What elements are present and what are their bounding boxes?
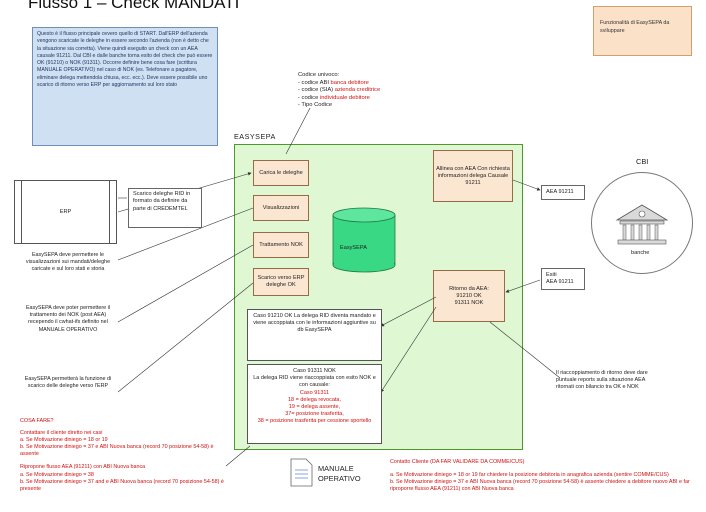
case-nok-box: Caso 91311 NOK La delega RID viene riacc… bbox=[247, 364, 382, 444]
note-scarico-erp: EasySEPA permetterà la funzione di scari… bbox=[24, 376, 112, 390]
cosa-fare-line bbox=[225, 445, 251, 467]
esiti-to-ritorno-arrow bbox=[505, 279, 541, 293]
scarico-deleghe-note: Scarico deleghe RID in formato da defini… bbox=[128, 188, 202, 228]
ritorno-aea-box: Ritorno da AEA: 91210 OK 91311 NOK bbox=[433, 270, 505, 322]
module-visualizzazioni[interactable]: Visualizzazioni bbox=[253, 195, 309, 221]
allinea-aea-box: Allinea con AEA Con richiesta informazio… bbox=[433, 150, 513, 202]
intro-description-box: Questo è il flusso principale ovvero que… bbox=[32, 27, 218, 146]
ritorno-to-nok-arrow bbox=[380, 306, 437, 393]
module-carica-deleghe[interactable]: Carica le deleghe bbox=[253, 160, 309, 186]
module-trattamento-nok[interactable]: Trattamento NOK bbox=[253, 232, 309, 258]
case-ok-box: Caso 91210 OK La delega RID diventa mand… bbox=[247, 309, 382, 361]
note-trattamento-nok: EasySEPA deve poter permettere il tratta… bbox=[25, 305, 111, 333]
riacc-note-line bbox=[489, 321, 561, 379]
note-riaccoppiamento: Il riaccoppiamento di ritorno deve dare … bbox=[556, 370, 648, 391]
ritorno-to-ok-arrow bbox=[380, 296, 437, 327]
scarico-note-line bbox=[117, 282, 254, 393]
cosa-fare-block: COSA FARE? Contattare il cliente diretto… bbox=[20, 418, 224, 492]
codice-item: - codice individuale debitore bbox=[298, 94, 370, 101]
cbi-label: CBI bbox=[636, 157, 649, 166]
codice-line bbox=[285, 107, 311, 155]
erp-system-box: ERP bbox=[14, 180, 117, 244]
codice-title: Codice univoco: bbox=[298, 72, 340, 78]
nok-note-line bbox=[117, 244, 254, 323]
esiti-tag: Esiti AEA 91211 bbox=[541, 268, 585, 290]
aea-out-tag: AEA 91211 bbox=[541, 185, 585, 200]
document-icon bbox=[290, 458, 313, 487]
page-title: Flusso 1 – Check MANDATI bbox=[28, 0, 240, 12]
database-label: EasySEPA bbox=[340, 245, 367, 251]
future-functionality-box: Funzionalità di EasySEPA da sviluppare bbox=[593, 6, 692, 56]
easysepa-label: EASYSEPA bbox=[234, 132, 276, 141]
cbi-circle bbox=[591, 172, 693, 274]
vis-note-line bbox=[117, 207, 254, 261]
codice-univoco-block: Codice univoco: - codice ABI banca debit… bbox=[298, 72, 418, 110]
codice-item: - Tipo Codice bbox=[298, 102, 333, 109]
manuale-operativo-label: MANUALE OPERATIVO bbox=[318, 464, 361, 483]
database-cylinder-icon bbox=[332, 207, 396, 273]
codice-item: - codice (SIA) azienda creditrice bbox=[298, 87, 381, 94]
banche-label: banche bbox=[631, 250, 650, 256]
contatto-cliente-block: Contatto Cliente (DA FAR VALIDARE DA COM… bbox=[390, 459, 690, 493]
allinea-to-aea-arrow bbox=[512, 179, 541, 191]
codice-item: - codice ABI banca debitore bbox=[298, 79, 369, 86]
note-visualizzazioni: EasySEPA deve permettere le visualizzazi… bbox=[25, 252, 111, 273]
module-scarico-erp[interactable]: Scarico verso ERP deleghe OK bbox=[253, 268, 309, 296]
